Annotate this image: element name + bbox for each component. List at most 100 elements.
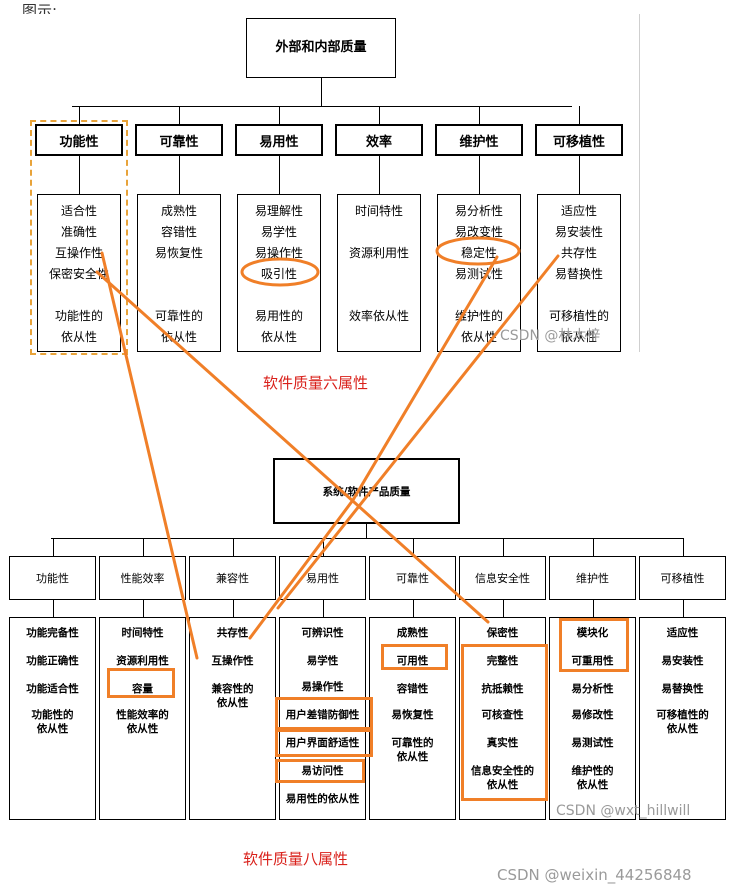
diagram1-subitem: 功能性的 xyxy=(54,309,103,323)
diagram2-subitem: 可用性 xyxy=(396,655,429,667)
diagram2-bus xyxy=(51,538,683,539)
diagram2-connector xyxy=(682,538,684,556)
diagram1-subitem: 易改变性 xyxy=(454,225,503,239)
diagram1-subitem: 易安装性 xyxy=(554,225,603,239)
diagram1-root: 外部和内部质量 xyxy=(246,18,396,78)
diagram1-subitem: 易理解性 xyxy=(254,204,303,218)
diagram2-connector xyxy=(322,538,324,556)
diagram1-subitem: 共存性 xyxy=(560,246,597,260)
diagram2-subitem: 功能完备性 xyxy=(26,627,79,639)
diagram1-connector xyxy=(279,106,280,124)
diagram2-subitem: 可移植性的 xyxy=(656,709,709,721)
diagram2-connector xyxy=(142,600,144,617)
diagram2-connector xyxy=(412,538,414,556)
diagram2-connector xyxy=(502,538,504,556)
diagram2-category: 维护性 xyxy=(549,556,636,600)
diagram2-subitem: 可核查性 xyxy=(481,709,524,721)
diagram2-category: 信息安全性 xyxy=(459,556,546,600)
diagram2-connector xyxy=(682,600,684,617)
diagram1-subitem: 可靠性的 xyxy=(154,309,203,323)
diagram1-subitem: 适应性 xyxy=(560,204,597,218)
diagram1-connector xyxy=(579,156,580,194)
diagram1-subitem: 依从性 xyxy=(460,330,497,344)
diagram1-watermark: CSDN @林木梓 xyxy=(500,328,601,344)
caption-eight-attributes: 软件质量八属性 xyxy=(243,850,349,868)
diagram1-subitem: 成熟性 xyxy=(160,204,197,218)
diagram1-subitem: 互操作性 xyxy=(54,246,103,260)
diagram2-subitem: 易安装性 xyxy=(661,655,704,667)
diagram2-subitem: 真实性 xyxy=(486,737,519,749)
diagram2-category: 可移植性 xyxy=(639,556,726,600)
footer-watermark: CSDN @weixin_44256848 xyxy=(497,866,692,884)
diagram2-subitem: 容错性 xyxy=(396,683,429,695)
diagram2-subitem: 易学性 xyxy=(306,655,339,667)
highlight-security-subitems xyxy=(461,644,548,801)
diagram1-root-stem xyxy=(321,78,322,106)
diagram1-subitem: 易学性 xyxy=(260,225,297,239)
diagram1-subitems: 易理解性易学性易操作性吸引性易用性的依从性 xyxy=(237,194,321,352)
line-stability-cont xyxy=(248,498,355,640)
line-coexistence xyxy=(276,254,560,610)
diagram2-subitems: 成熟性可用性容错性易恢复性可靠性的依从性 xyxy=(369,617,456,820)
diagram1-subitem: 保密安全性 xyxy=(48,267,109,281)
diagram2-subitems: 适应性易安装性易替换性可移植性的依从性 xyxy=(639,617,726,820)
diagram1-subitems: 适应性易安装性共存性易替换性可移植性的依从性 xyxy=(537,194,621,352)
diagram1-connector xyxy=(379,156,380,194)
diagram2-subitem: 维护性的 xyxy=(571,765,614,777)
diagram2-connector xyxy=(502,600,504,617)
diagram1-subitem: 稳定性 xyxy=(460,246,497,260)
diagram1-category: 可靠性 xyxy=(135,124,223,156)
diagram1-category: 维护性 xyxy=(435,124,523,156)
diagram2-subitem: 共存性 xyxy=(216,627,249,639)
line-stability xyxy=(351,255,499,502)
diagram1-subitem: 易操作性 xyxy=(254,246,303,260)
diagram1-subitem: 维护性的 xyxy=(454,309,503,323)
diagram2-subitem: 互操作性 xyxy=(211,655,254,667)
diagram2-category: 功能性 xyxy=(9,556,96,600)
eight-attributes-diagram: 系统/软件产品质量 功能性功能完备性功能正确性功能适合性功能性的依从性性能效率时… xyxy=(0,450,744,830)
highlight-ui-aesthetics xyxy=(275,729,373,757)
diagram2-subitem: 易测试性 xyxy=(571,737,614,749)
diagram2-category: 性能效率 xyxy=(99,556,186,600)
diagram1-subitem: 适合性 xyxy=(60,204,97,218)
diagram1-connector xyxy=(479,106,480,124)
diagram2-subitem: 易用性的依从性 xyxy=(285,793,360,805)
diagram1-subitem: 易分析性 xyxy=(454,204,503,218)
diagram2-connector xyxy=(52,600,54,617)
circle-stability xyxy=(435,236,521,266)
diagram2-subitems: 功能完备性功能正确性功能适合性功能性的依从性 xyxy=(9,617,96,820)
caption-six-attributes: 软件质量六属性 xyxy=(263,374,369,392)
diagram2-subitem: 依从性 xyxy=(666,723,699,735)
diagram1-subitem: 依从性 xyxy=(560,330,597,344)
diagram1-connector xyxy=(179,156,180,194)
diagram1-connector xyxy=(79,156,80,194)
diagram2-subitem: 功能性的 xyxy=(31,709,74,721)
diagram1-subitem: 依从性 xyxy=(60,330,97,344)
diagram1-connector xyxy=(179,106,180,124)
diagram2-subitem: 用户界面舒适性 xyxy=(285,737,360,749)
diagram2-subitem: 易替换性 xyxy=(661,683,704,695)
diagram2-subitem: 资源利用性 xyxy=(116,655,169,667)
diagram1-subitem: 依从性 xyxy=(160,330,197,344)
diagram2-root-stem xyxy=(366,524,367,538)
diagram2-subitem: 信息安全性的 xyxy=(471,765,534,777)
diagram1-category: 可移植性 xyxy=(535,124,623,156)
diagram2-subitem: 时间特性 xyxy=(121,627,164,639)
diagram1-connector xyxy=(479,156,480,194)
diagram1-subitems: 适合性准确性互操作性保密安全性功能性的依从性 xyxy=(37,194,121,352)
diagram2-subitem: 易修改性 xyxy=(571,709,614,721)
diagram2-subitem: 模块化 xyxy=(576,627,609,639)
diagram1-category: 效率 xyxy=(335,124,423,156)
diagram1-category: 易用性 xyxy=(235,124,323,156)
diagram2-watermark: CSDN @wxt_hillwill xyxy=(556,803,691,819)
diagram1-subitem: 准确性 xyxy=(60,225,97,239)
circle-attractiveness xyxy=(240,257,320,287)
line-interoperability xyxy=(100,251,199,660)
diagram1-subitem: 容错性 xyxy=(160,225,197,239)
diagram1-subitem: 时间特性 xyxy=(354,204,403,218)
highlight-user-error-protection xyxy=(275,697,373,730)
diagram1-subitem: 可移植性的 xyxy=(548,309,609,323)
diagram2-connector xyxy=(322,600,324,617)
diagram1-subitems: 成熟性容错性易恢复性可靠性的依从性 xyxy=(137,194,221,352)
diagram2-subitem: 功能适合性 xyxy=(26,683,79,695)
